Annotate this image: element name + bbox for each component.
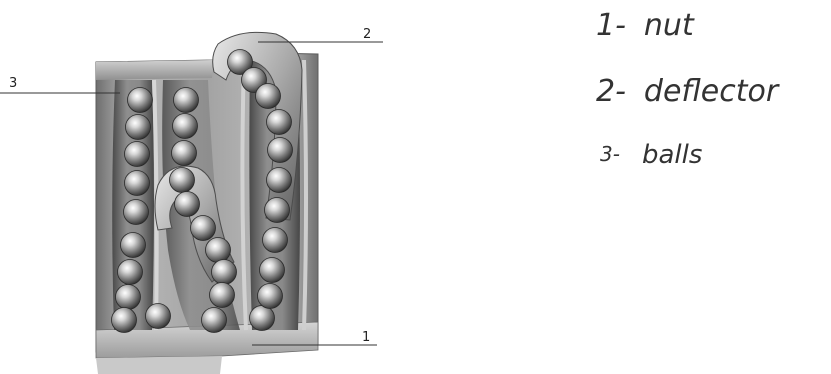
callout-nut-number: 1 [362,330,370,345]
ball [268,138,293,163]
ball [265,198,290,223]
ball [191,216,216,241]
ball [175,192,200,217]
callout-balls-number: 3 [9,76,17,91]
ball [116,285,141,310]
ball [212,260,237,285]
ball [260,258,285,283]
legend-item-deflector: 2- deflector [596,74,778,109]
ball [128,88,153,113]
ball [267,110,292,135]
ball [172,141,197,166]
ball [206,238,231,263]
ball [112,308,137,333]
ball [125,171,150,196]
ball [250,306,275,331]
legend-number: 1- [596,8,626,43]
ball [267,168,292,193]
ball [121,233,146,258]
ball [125,142,150,167]
ball [173,114,198,139]
ball [202,308,227,333]
legend-label: deflector [644,74,778,109]
legend-item-balls: 3- balls [600,140,702,170]
ball [124,200,149,225]
ball [118,260,143,285]
ball [263,228,288,253]
ball [210,283,235,308]
callout-deflector-number: 2 [363,27,371,42]
ball [170,168,195,193]
ball [256,84,281,109]
legend-number: 3- [600,142,620,166]
legend-label: balls [642,140,702,170]
ball [126,115,151,140]
ball [146,304,171,329]
legend-label: nut [644,8,694,43]
ball [258,284,283,309]
legend-item-nut: 1- nut [596,8,694,43]
ball [174,88,199,113]
legend-number: 2- [596,74,626,109]
